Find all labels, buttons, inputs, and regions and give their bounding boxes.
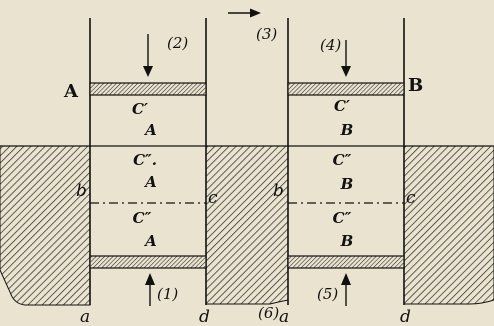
label-n2: (2) (167, 34, 188, 52)
right-cell3-b: B (340, 232, 354, 250)
right-cell2-c: C″ (333, 151, 352, 169)
label-n6: (6) (258, 304, 279, 322)
label-n3: (3) (256, 25, 277, 43)
ground-middle (205, 145, 289, 305)
left-cell2-c: C″. (133, 151, 157, 169)
right-cell1-c: C′ (334, 97, 350, 115)
piston-top-left (89, 82, 207, 96)
label-d-left: d (199, 307, 210, 326)
right-cell1-b: B (340, 121, 354, 139)
label-n5: (5) (317, 285, 338, 303)
label-b-right: b (273, 181, 284, 201)
arrow-1-up (145, 273, 155, 306)
piston-top-right (287, 82, 405, 96)
label-B: B (408, 75, 423, 96)
arrow-5-up (341, 273, 351, 306)
label-n1: (1) (157, 285, 178, 303)
arrow-4-down (341, 40, 351, 77)
label-n4: (4) (320, 36, 341, 54)
label-A: A (63, 81, 79, 102)
label-c-right: c (406, 188, 416, 208)
left-cell3-c: C″ (133, 209, 152, 227)
left-cell1-c: C′ (132, 100, 148, 118)
right-cell3-c: C″ (333, 209, 352, 227)
label-d-right: d (400, 307, 411, 326)
arrow-2-down (143, 34, 153, 77)
left-cell1-a: A (143, 121, 157, 139)
label-c-left: c (208, 188, 218, 208)
label-a-right: a (279, 307, 289, 326)
piston-bottom-right (287, 255, 405, 269)
piston-bottom-left (89, 255, 207, 269)
label-b-left: b (76, 181, 87, 201)
ground-right (403, 145, 494, 305)
arrow-3-right (228, 8, 261, 18)
left-cell3-a: A (143, 232, 157, 250)
label-a-left: a (80, 307, 90, 326)
left-cell2-a: A (143, 173, 157, 191)
right-cell2-b: B (340, 175, 354, 193)
ground-left (0, 145, 91, 306)
